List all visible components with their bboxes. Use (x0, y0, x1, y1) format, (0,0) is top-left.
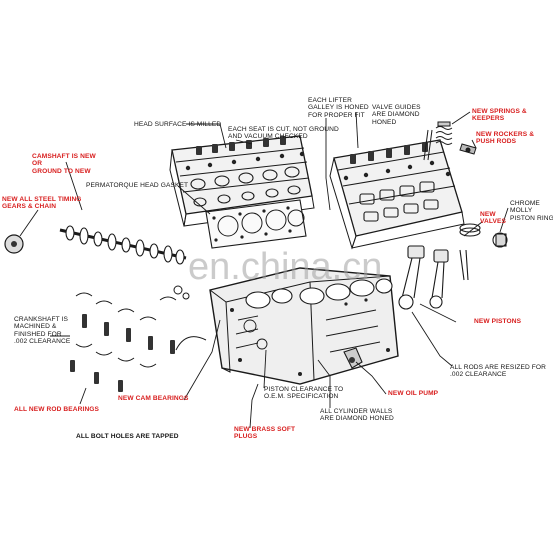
label-rod-bearings: ALL NEW ROD BEARINGS (14, 406, 100, 413)
label-head-gasket: PERMATORQUE HEAD GASKET (86, 182, 189, 189)
pistons-rods-drawing (398, 223, 508, 310)
right-cylinder-head-drawing (329, 139, 465, 250)
label-crankshaft: CRANKSHAFT IS MACHINED & FINISHED FOR .0… (14, 316, 71, 346)
label-camshaft: CAMSHAFT IS NEW OR GROUND TO NEW (32, 153, 96, 175)
left-cylinder-head-drawing (169, 135, 315, 227)
label-timing-gears: NEW ALL STEEL TIMING GEARS & CHAIN (2, 196, 82, 211)
label-seat-cut: EACH SEAT IS CUT, NOT GROUND AND VACUUM … (228, 126, 339, 141)
label-brass-plugs: NEW BRASS SOFT PLUGS (234, 426, 296, 441)
label-rods-resized: ALL RODS ARE RESIZED FOR .002 CLEARANCE (450, 364, 546, 379)
label-new-valves: NEW VALVES (480, 211, 507, 226)
timing-gear-drawing (4, 234, 24, 254)
camshaft-drawing (59, 225, 187, 265)
label-cylinder-walls: ALL CYLINDER WALLS ARE DIAMOND HONED (320, 408, 394, 423)
label-cam-bearings: NEW CAM BEARINGS (118, 395, 189, 402)
leader-lines (19, 111, 509, 429)
label-valve-guides: VALVE GUIDES ARE DIAMOND HONED (372, 104, 421, 126)
label-bolt-holes: ALL BOLT HOLES ARE TAPPED (76, 433, 179, 440)
label-piston-ring: CHROME MOLLY PISTON RING (510, 200, 553, 222)
label-new-oil-pump: NEW OIL PUMP (388, 390, 439, 397)
head-gasket-drawing (205, 199, 307, 249)
crank-bearings-drawing (70, 285, 207, 392)
label-piston-clearance: PISTON CLEARANCE TO O.E.M. SPECIFICATION (264, 386, 344, 401)
label-lifter-galley: EACH LIFTER GALLEY IS HONED FOR PROPER F… (308, 97, 369, 119)
springs-rockers-drawing (423, 121, 477, 161)
label-springs-keepers: NEW SPRINGS & KEEPERS (472, 108, 527, 123)
label-new-pistons: NEW PISTONS (474, 318, 522, 325)
label-head-surface: HEAD SURFACE IS MILLED (134, 121, 222, 128)
label-rockers-pushrods: NEW ROCKERS & PUSH RODS (476, 131, 535, 146)
watermark: en.china.cn (188, 246, 383, 288)
